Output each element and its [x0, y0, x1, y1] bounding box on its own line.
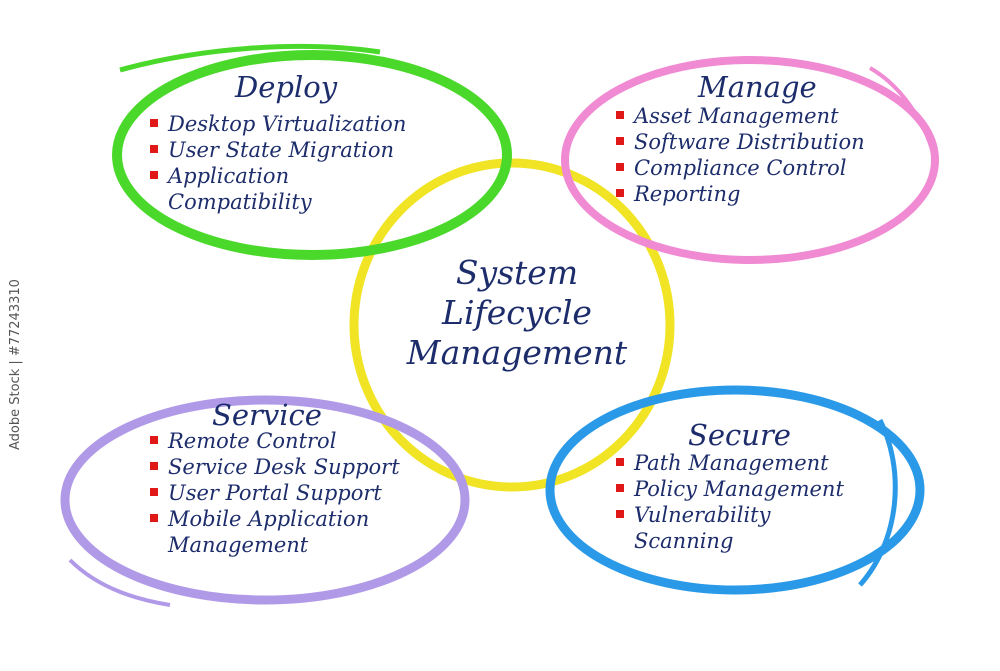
- deploy-heading: Deploy: [235, 70, 338, 104]
- list-item-continuation: Compatibility: [168, 190, 312, 214]
- secure-ring-tail: [858, 418, 898, 587]
- manage-heading: Manage: [698, 70, 817, 104]
- list-item: Application: [150, 163, 406, 189]
- list-item-continuation: Scanning: [634, 529, 734, 553]
- bullet-icon: [150, 462, 158, 470]
- list-item: Path Management: [616, 450, 844, 476]
- list-item: Reporting: [616, 181, 865, 207]
- service-list: Remote Control Service Desk Support User…: [150, 428, 400, 558]
- bullet-icon: [616, 189, 624, 197]
- list-item: Asset Management: [616, 103, 865, 129]
- list-item-continuation: Management: [168, 533, 309, 557]
- list-item: Vulnerability: [616, 502, 844, 528]
- secure-ring: [545, 385, 925, 595]
- secure-list: Path Management Policy Management Vulner…: [616, 450, 844, 554]
- bullet-icon: [150, 119, 158, 127]
- bullet-icon: [150, 488, 158, 496]
- bullet-icon: [616, 111, 624, 119]
- list-item: Compliance Control: [616, 155, 865, 181]
- service-ring: [60, 395, 470, 605]
- bullet-icon: [150, 436, 158, 444]
- bullet-icon: [150, 171, 158, 179]
- deploy-ring-tail: [119, 43, 381, 73]
- bullet-icon: [616, 458, 624, 466]
- center-title: System Lifecycle Management: [392, 253, 642, 373]
- list-item: Desktop Virtualization: [150, 111, 406, 137]
- deploy-ring: [112, 50, 512, 260]
- bullet-icon: [616, 484, 624, 492]
- title-line: System: [455, 253, 579, 292]
- service-heading: Service: [212, 398, 322, 432]
- list-item: Mobile Application: [150, 506, 400, 532]
- service-ring-tail: [68, 558, 171, 607]
- title-line: Lifecycle: [442, 293, 592, 332]
- list-item: Policy Management: [616, 476, 844, 502]
- title-line: Management: [406, 333, 628, 372]
- list-item: Remote Control: [150, 428, 400, 454]
- stock-watermark: Adobe Stock | #77243310: [8, 279, 23, 450]
- bullet-icon: [616, 163, 624, 171]
- deploy-list: Desktop Virtualization User State Migrat…: [150, 111, 406, 215]
- manage-ring-tail: [869, 66, 937, 161]
- list-item: Service Desk Support: [150, 454, 400, 480]
- manage-list: Asset Management Software Distribution C…: [616, 103, 865, 207]
- list-item: Software Distribution: [616, 129, 865, 155]
- secure-heading: Secure: [688, 418, 791, 452]
- bullet-icon: [616, 137, 624, 145]
- center-ring: [349, 158, 675, 492]
- list-item: User State Migration: [150, 137, 406, 163]
- list-item: User Portal Support: [150, 480, 400, 506]
- bullet-icon: [150, 514, 158, 522]
- bullet-icon: [150, 145, 158, 153]
- bullet-icon: [616, 510, 624, 518]
